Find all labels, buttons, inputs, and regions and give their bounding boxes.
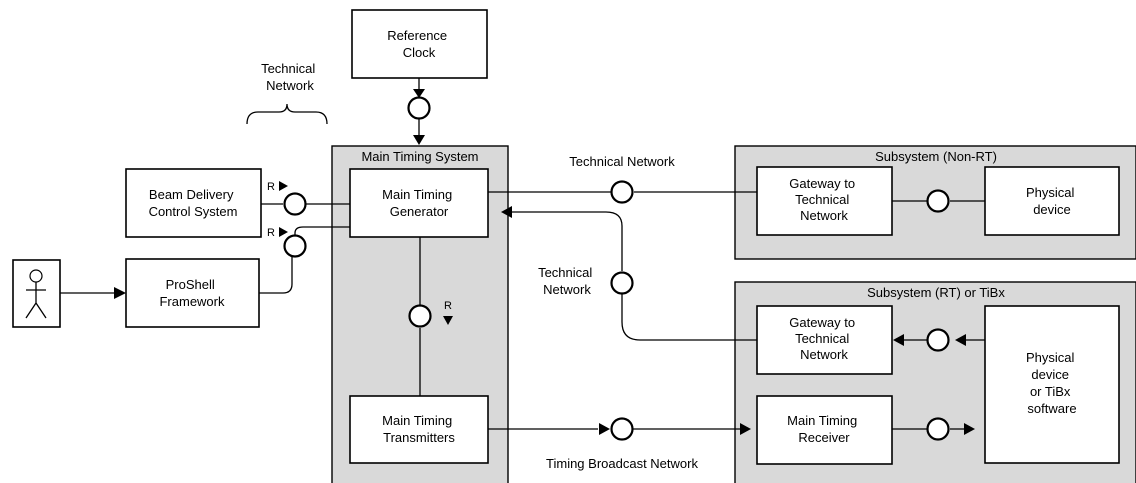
non-rt-internal-port [926, 189, 950, 213]
rt-gateway-port [926, 328, 950, 352]
physical-device-non-rt-node: Physical device [984, 166, 1120, 236]
main-timing-transmitters-label: Main Timing Transmitters [382, 413, 456, 445]
r-main-arrow [443, 316, 453, 325]
subsystem-rt-title: Subsystem (RT) or TiBx [867, 285, 1005, 300]
r-main-label: R [444, 300, 452, 312]
main-r-port [408, 304, 432, 328]
broadcast-arrow-2 [740, 423, 751, 435]
clock-down-arrow-1 [413, 89, 425, 98]
gateway-non-rt-label: Gateway to Technical Network [789, 176, 858, 223]
subsystem-non-rt-title: Subsystem (Non-RT) [875, 149, 997, 164]
physical-device-rt-box [984, 305, 1120, 464]
physical-device-non-rt-label: Physical device [1026, 185, 1078, 217]
gateway-rt-box [756, 305, 893, 375]
broadcast-arrow-1 [599, 423, 610, 435]
arrowheads [114, 89, 975, 435]
clock-port [407, 96, 431, 120]
gateway-rt-label: Gateway to Technical Network [789, 315, 858, 362]
beam-delivery-port [283, 192, 307, 216]
r-beam-delivery-label: R [267, 181, 275, 193]
to-generator-arrow [501, 206, 512, 218]
curly-brace-icon [246, 103, 328, 125]
main-timing-system-title: Main Timing System [361, 149, 478, 164]
beam-delivery-box [125, 168, 262, 238]
clock-down-arrow-2 [413, 135, 425, 145]
to-gateway-rt-arrow [893, 334, 904, 346]
receiver-to-physical-arrow [964, 423, 975, 435]
technical-network-top-label: Technical Network [569, 154, 675, 169]
proshell-label: ProShell Framework [159, 277, 225, 309]
proshell-node: ProShell Framework [125, 258, 260, 328]
reference-clock-node: Reference Clock [351, 9, 488, 79]
technical-network-mid-wire [505, 211, 757, 341]
gateway-non-rt-box [756, 166, 893, 236]
timing-broadcast-port [610, 417, 634, 441]
from-physical-rt-arrow [955, 334, 966, 346]
r-beam-delivery-arrow [279, 181, 288, 191]
actor-to-proshell-arrow [114, 287, 126, 299]
technical-network-brace: Technical Network [246, 61, 328, 125]
physical-device-rt-node: Physical device or TiBx software [984, 305, 1120, 464]
main-timing-receiver-label: Main Timing Receiver [787, 413, 861, 445]
timing-broadcast-network-label: Timing Broadcast Network [546, 456, 698, 471]
r-proshell-arrow [279, 227, 288, 237]
technical-network-mid-port [610, 271, 634, 295]
ports [283, 96, 950, 441]
technical-network-mid-label: Technical Network [538, 265, 596, 297]
main-timing-receiver-node: Main Timing Receiver [756, 395, 893, 465]
main-timing-transmitters-box [349, 395, 489, 464]
physical-device-rt-label: Physical device or TiBx software [1026, 350, 1078, 416]
reference-clock-label: Reference Clock [387, 28, 451, 60]
main-timing-generator-box [349, 168, 489, 238]
proshell-box [125, 258, 260, 328]
proshell-wire [259, 256, 293, 294]
beam-delivery-node: Beam Delivery Control System [125, 168, 262, 238]
gateway-rt-node: Gateway to Technical Network [756, 305, 893, 375]
main-timing-transmitters-node: Main Timing Transmitters [349, 395, 489, 464]
beam-delivery-label: Beam Delivery Control System [149, 187, 238, 219]
main-timing-receiver-box [756, 395, 893, 465]
main-timing-generator-node: Main Timing Generator [349, 168, 489, 238]
proshell-wire-upper [294, 226, 350, 237]
technical-network-brace-label: Technical Network [261, 61, 319, 93]
physical-device-non-rt-box [984, 166, 1120, 236]
rt-receiver-port [926, 417, 950, 441]
gateway-non-rt-node: Gateway to Technical Network [756, 166, 893, 236]
r-proshell-label: R [267, 227, 275, 239]
proshell-port [283, 234, 307, 258]
reference-clock-box [351, 9, 488, 79]
main-timing-generator-label: Main Timing Generator [382, 187, 456, 219]
technical-network-top-port [610, 180, 634, 204]
stick-figure-user-icon [12, 259, 61, 328]
